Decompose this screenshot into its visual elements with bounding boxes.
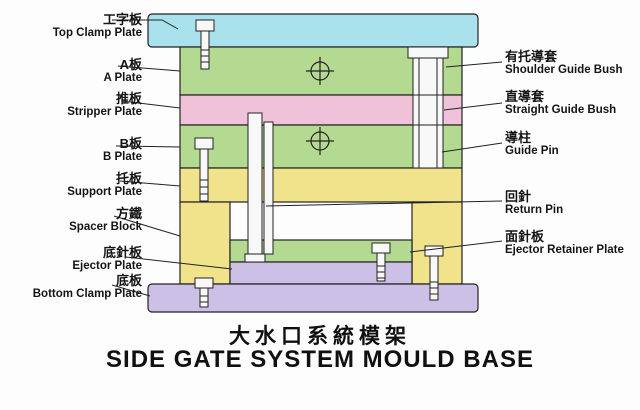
label-shoulder-guide-bush-en: Shoulder Guide Bush [505, 64, 623, 76]
label-bottom-clamp-plate: 底板 Bottom Clamp Plate [6, 274, 142, 301]
leader-lines-left [111, 19, 233, 297]
label-ejector-plate-en: Ejector Plate [72, 260, 142, 272]
label-spacer-block: 方鐵 Spacer Block [6, 207, 142, 234]
label-straight-guide-bush-cn: 直導套 [505, 89, 545, 104]
label-top-clamp-plate: 工字板 Top Clamp Plate [6, 13, 142, 40]
spacer-block-left-shape [179, 201, 231, 285]
label-b-plate: B板 B Plate [6, 137, 142, 164]
crosshair-symbol-middle [306, 127, 334, 155]
cap-screw-ejector [371, 242, 391, 282]
label-guide-pin-cn: 導柱 [505, 130, 532, 145]
label-a-plate-cn: A板 [119, 57, 142, 72]
label-ejector-retainer-plate: 面針板 Ejector Retainer Plate [505, 230, 639, 257]
label-shoulder-guide-bush: 有托導套 Shoulder Guide Bush [505, 50, 639, 77]
cap-screw-right-bottom [424, 245, 444, 301]
label-top-clamp-plate-en: Top Clamp Plate [52, 27, 142, 39]
label-support-plate-en: Support Plate [67, 186, 142, 198]
ejector-pin-shape [263, 121, 274, 255]
label-return-pin-en: Return Pin [505, 204, 564, 216]
label-ejector-retainer-plate-en: Ejector Retainer Plate [505, 244, 624, 256]
label-b-plate-en: B Plate [103, 151, 142, 163]
label-guide-pin-en: Guide Pin [505, 145, 559, 157]
leader-lines-right [265, 61, 503, 253]
label-ejector-plate-cn: 底針板 [102, 245, 142, 260]
label-guide-pin: 導柱 Guide Pin [505, 131, 639, 158]
bottom-clamp-plate-shape [147, 283, 479, 313]
label-ejector-plate: 底針板 Ejector Plate [6, 246, 142, 273]
cap-screw-top-left [195, 19, 215, 70]
label-support-plate-cn: 托板 [115, 171, 142, 186]
cap-screw-left-middle [194, 137, 214, 202]
label-return-pin-cn: 回針 [505, 189, 532, 204]
label-stripper-plate-cn: 推板 [115, 91, 142, 106]
label-straight-guide-bush-en: Straight Guide Bush [505, 104, 617, 116]
label-spacer-block-en: Spacer Block [69, 221, 142, 233]
label-ejector-retainer-plate-cn: 面針板 [505, 229, 545, 244]
label-support-plate: 托板 Support Plate [6, 172, 142, 199]
label-top-clamp-plate-cn: 工字板 [102, 12, 142, 27]
diagram-title-chinese: 大水口系統模架 [229, 325, 411, 348]
label-straight-guide-bush: 直導套 Straight Guide Bush [505, 90, 639, 117]
label-spacer-block-cn: 方鐵 [115, 206, 142, 221]
diagram-title-english: SIDE GATE SYSTEM MOULD BASE [106, 346, 534, 373]
return-pin-shape [244, 112, 266, 263]
label-bottom-clamp-plate-cn: 底板 [115, 273, 142, 288]
label-return-pin: 回針 Return Pin [505, 190, 639, 217]
label-shoulder-guide-bush-cn: 有托導套 [505, 49, 558, 64]
label-a-plate-en: A Plate [103, 72, 142, 84]
label-bottom-clamp-plate-en: Bottom Clamp Plate [32, 288, 142, 300]
label-b-plate-cn: B板 [119, 136, 142, 151]
guide-bush-and-pin-column [407, 46, 449, 169]
label-stripper-plate: 推板 Stripper Plate [6, 92, 142, 119]
support-plate-shape [179, 167, 463, 203]
cap-screw-bottom-left [194, 277, 214, 308]
label-a-plate: A板 A Plate [6, 58, 142, 85]
label-stripper-plate-en: Stripper Plate [67, 106, 142, 118]
crosshair-symbol-top [306, 57, 334, 85]
